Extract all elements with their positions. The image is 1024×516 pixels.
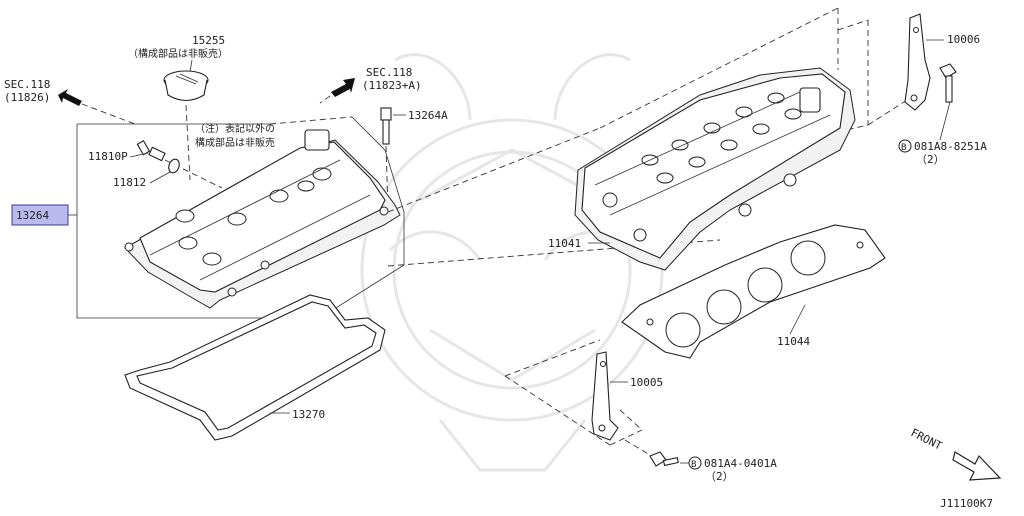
- label-10006: 10006: [947, 33, 980, 46]
- bolt-081a8-8251a[interactable]: B 081A8-8251A （2）: [898, 63, 987, 166]
- valve-cover-13264[interactable]: 13264: [11, 129, 401, 309]
- diagram-ref-code: J11100K7: [940, 497, 993, 510]
- sec-left-code: SEC.118: [4, 78, 50, 91]
- label-13264a: 13264A: [408, 109, 448, 122]
- sec-ref-left[interactable]: SEC.118 (11826): [4, 78, 136, 125]
- label-15255-note: （構成部品は非販売）: [128, 47, 228, 60]
- sec-right-code: SEC.118: [366, 66, 412, 79]
- label-bolt-a-code: 081A8-8251A: [914, 140, 987, 153]
- arrow-left-icon: [58, 89, 82, 106]
- cylinder-head-11041[interactable]: 11041: [548, 67, 856, 271]
- arrow-right-icon: [331, 78, 355, 97]
- bracket-10006[interactable]: 10006: [904, 13, 980, 111]
- label-bolt-b-code: 081A4-0401A: [704, 457, 777, 470]
- label-11044: 11044: [777, 335, 810, 348]
- label-10005: 10005: [630, 376, 663, 389]
- label-13270: 13270: [292, 408, 325, 421]
- label-15255: 15255: [192, 34, 225, 47]
- front-arrow-icon: [952, 451, 1002, 481]
- label-13264: 13264: [16, 209, 49, 222]
- bolt-13264a[interactable]: 13264A: [380, 107, 448, 211]
- gasket-13270[interactable]: 13270: [124, 294, 386, 441]
- sec-ref-right[interactable]: SEC.118 (11823+A): [319, 66, 422, 104]
- head-gasket-11044[interactable]: 11044: [621, 224, 886, 359]
- svg-text:B: B: [901, 143, 906, 153]
- oil-filler-cap-15255[interactable]: 15255 （構成部品は非販売）: [128, 34, 228, 181]
- label-11041: 11041: [548, 237, 581, 250]
- svg-text:構成部品は非販売: 構成部品は非販売: [195, 136, 275, 149]
- bracket-10005[interactable]: 10005: [504, 339, 663, 446]
- watermark-emblem: [360, 53, 664, 472]
- note-text: （注）表記以外の 構成部品は非販売: [195, 122, 275, 149]
- label-11810p: 11810P: [88, 150, 128, 163]
- svg-text:（注）表記以外の: （注）表記以外の: [195, 122, 275, 135]
- label-11812: 11812: [113, 176, 146, 189]
- sec-left-sub: (11826): [4, 91, 50, 104]
- label-bolt-b-qty: （2）: [705, 470, 734, 483]
- svg-text:B: B: [691, 460, 696, 470]
- front-direction-indicator: FRONT: [909, 426, 1002, 481]
- sec-right-sub: (11823+A): [362, 79, 422, 92]
- bolt-081a4-0401a[interactable]: B 081A4-0401A （2）: [624, 439, 777, 483]
- label-bolt-a-qty: （2）: [916, 153, 945, 166]
- front-label: FRONT: [909, 426, 945, 453]
- grommet-11812[interactable]: 11812: [113, 158, 181, 189]
